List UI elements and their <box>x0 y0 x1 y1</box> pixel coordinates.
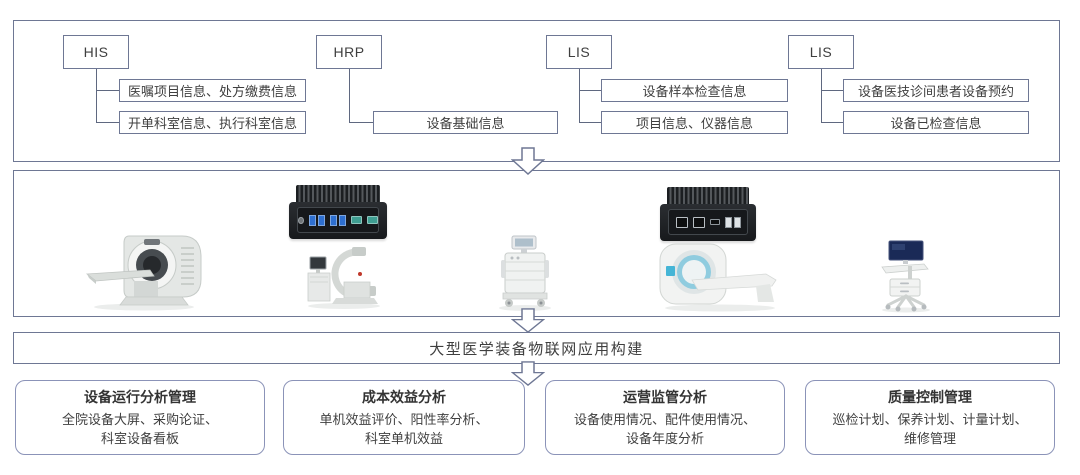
gateway-body <box>660 204 756 241</box>
connector <box>579 122 601 123</box>
connector <box>579 90 601 91</box>
module-description-line: 设备使用情况、配件使用情况、 <box>573 412 756 427</box>
gateway-heatsink <box>667 187 749 204</box>
source-item: 开单科室信息、执行科室信息 <box>119 111 306 134</box>
iot-gateway-usb-image <box>289 185 387 239</box>
module-title: 运营监管分析 <box>623 389 707 405</box>
module-description-line: 科室单机效益 <box>364 431 443 446</box>
ethernet-port-icon <box>692 216 705 228</box>
mobile-workstation-cart-image <box>876 239 936 313</box>
c-arm-icon <box>307 247 380 309</box>
power-button-icon <box>298 216 304 224</box>
hdmi-port-icon <box>709 219 720 225</box>
module-quality-control-management: 质量控制管理 巡检计划、保养计划、计量计划、 维修管理 <box>805 380 1055 455</box>
serial-port-icon <box>366 216 378 224</box>
source-item: 设备已检查信息 <box>843 111 1029 134</box>
module-description-line: 设备年度分析 <box>625 431 704 446</box>
module-operation-supervision-analysis: 运营监管分析 设备使用情况、配件使用情况、 设备年度分析 <box>545 380 785 455</box>
usb-ports-icon <box>308 214 325 226</box>
gateway-port-panel <box>668 209 748 235</box>
equipment-panel <box>13 170 1060 317</box>
ct-scanner-image <box>84 234 206 311</box>
module-description-line: 科室设备看板 <box>100 431 179 446</box>
gateway-heatsink <box>296 185 380 202</box>
serial-port-icon <box>350 216 362 224</box>
connector <box>821 69 822 123</box>
module-title: 成本效益分析 <box>362 389 446 405</box>
c-arm-machine-image <box>300 244 385 310</box>
connector <box>96 69 97 123</box>
workstation-cart-icon <box>881 240 930 313</box>
gateway-port-panel <box>297 207 379 233</box>
medical-device-cart-image <box>490 234 560 312</box>
down-arrow-icon <box>511 147 545 175</box>
usb-ports-icon <box>724 216 741 228</box>
system-box-hrp: HRP <box>316 35 382 69</box>
device-cart-icon <box>499 235 551 311</box>
connector <box>349 69 350 123</box>
mri-icon <box>659 243 777 312</box>
module-title: 设备运行分析管理 <box>84 389 196 405</box>
ethernet-port-icon <box>675 216 688 228</box>
source-item: 医嘱项目信息、处方缴费信息 <box>119 79 306 102</box>
mri-scanner-image <box>658 242 782 312</box>
ct-scanner-icon <box>85 235 202 311</box>
source-item: 设备基础信息 <box>373 111 558 134</box>
connector <box>579 69 580 123</box>
module-title: 质量控制管理 <box>888 389 972 405</box>
system-box-lis-1: LIS <box>546 35 612 69</box>
module-equipment-operation-analysis: 设备运行分析管理 全院设备大屏、采购论证、 科室设备看板 <box>15 380 265 455</box>
gateway-body <box>289 202 387 239</box>
module-description-line: 单机效益评价、阳性率分析、 <box>319 412 489 427</box>
banner-title: 大型医学装备物联网应用构建 <box>429 340 644 358</box>
connector <box>821 122 843 123</box>
system-box-his: HIS <box>63 35 129 69</box>
connector <box>96 90 119 91</box>
usb-ports-icon <box>329 214 346 226</box>
module-cost-benefit-analysis: 成本效益分析 单机效益评价、阳性率分析、 科室单机效益 <box>283 380 525 455</box>
down-arrow-icon <box>511 308 545 333</box>
source-item: 设备医技诊间患者设备预约 <box>843 79 1029 102</box>
connector <box>349 122 373 123</box>
data-sources-panel: HIS 医嘱项目信息、处方缴费信息 开单科室信息、执行科室信息 HRP 设备基础… <box>13 20 1060 162</box>
connector <box>96 122 119 123</box>
connector <box>821 90 843 91</box>
module-description-line: 全院设备大屏、采购论证、 <box>61 412 218 427</box>
system-box-lis-2: LIS <box>788 35 854 69</box>
source-item: 设备样本检查信息 <box>601 79 788 102</box>
module-description-line: 巡检计划、保养计划、计量计划、 <box>832 412 1028 427</box>
module-description-line: 维修管理 <box>903 431 956 446</box>
application-banner: 大型医学装备物联网应用构建 <box>13 332 1060 364</box>
source-item: 项目信息、仪器信息 <box>601 111 788 134</box>
down-arrow-icon <box>511 361 545 386</box>
iot-gateway-lan-image <box>660 187 756 241</box>
